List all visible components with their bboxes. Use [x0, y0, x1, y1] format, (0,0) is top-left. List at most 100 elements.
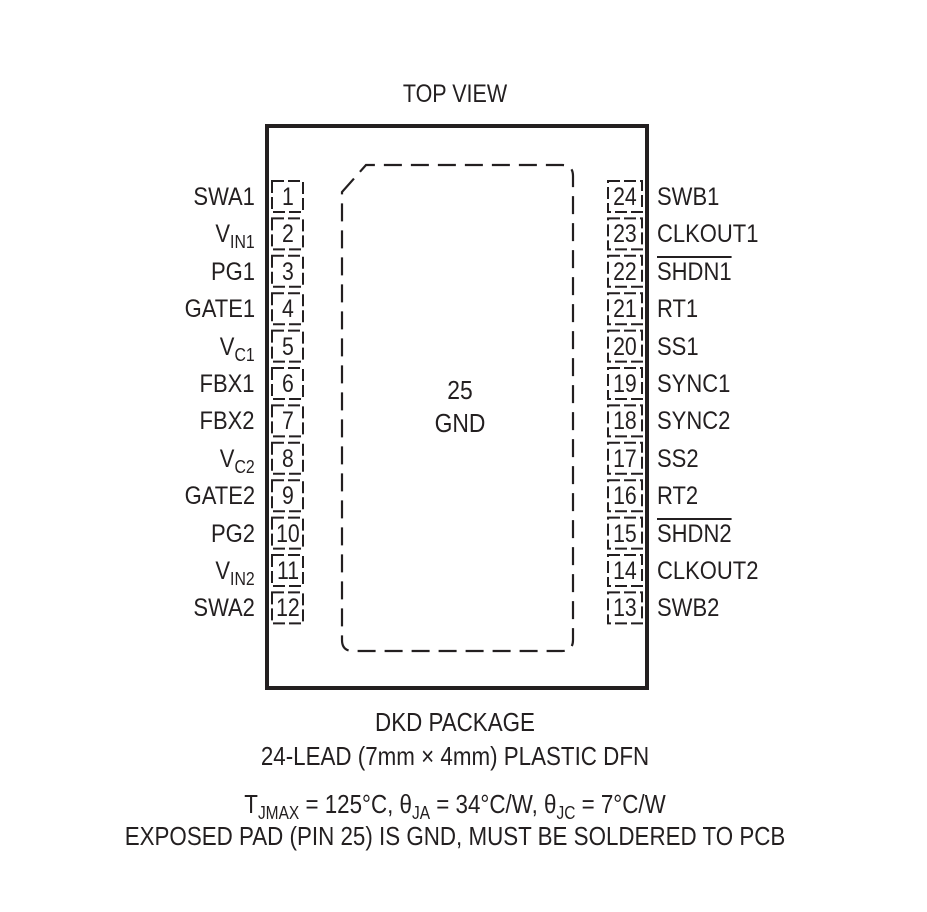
top-view-title: TOP VIEW [402, 80, 508, 108]
pin-pad [607, 516, 643, 550]
pin-name: SHDN2 [657, 519, 732, 548]
pin-name: SS1 [657, 332, 699, 361]
pin-name: SWB2 [657, 594, 720, 623]
pin-number: 24 [613, 183, 637, 211]
tjmax-subscript: JMAX [257, 803, 300, 823]
pin-number: 2 [281, 220, 294, 249]
pin-name: FBX1 [199, 370, 255, 398]
pin-label: SYNC2 [657, 406, 730, 436]
pin-name: SYNC2 [657, 407, 731, 436]
pin-name: RT1 [657, 295, 699, 324]
pin-number: 18 [613, 407, 637, 436]
pin-number: 16 [613, 482, 637, 511]
pin-label: SHDN2 [657, 519, 732, 549]
theta-jc-value: = 7°C/W [575, 789, 666, 819]
pin-label: SWB2 [657, 593, 719, 623]
pin-name: GATE2 [184, 482, 255, 511]
pin-name-subscript: C2 [234, 456, 255, 477]
pin-pad [607, 367, 643, 400]
pin-pad [607, 554, 643, 587]
pin-pad [607, 217, 643, 251]
pin-name: RT2 [657, 482, 699, 511]
pin-number: 14 [613, 557, 637, 585]
pin-pad [607, 441, 643, 475]
pin-name: CLKOUT1 [657, 220, 759, 249]
pin-name: GATE1 [184, 295, 255, 324]
pin-label: FBX2 [200, 406, 255, 436]
pin-label: VC2 [220, 444, 255, 477]
pin-name: SHDN1 [657, 257, 732, 286]
pin-number: 5 [281, 332, 294, 361]
pin-label: FBX1 [200, 369, 255, 399]
pin-name: V [220, 444, 235, 473]
pin-name-subscript: C1 [234, 344, 255, 365]
pin-name: SWA1 [193, 183, 255, 211]
theta-ja-value: = 34°C/W, [430, 789, 545, 819]
pin-label: SYNC1 [657, 369, 730, 399]
pin-label: SWB1 [657, 182, 719, 212]
package-description: 24-LEAD (7mm × 4mm) PLASTIC DFN [260, 741, 650, 771]
pin-name: FBX2 [199, 407, 255, 436]
pin-number: 20 [613, 332, 637, 361]
pin-number: 13 [613, 594, 637, 623]
pin-label: GATE2 [184, 481, 255, 511]
pin-label: SHDN1 [657, 257, 732, 287]
pin-number: 12 [275, 594, 300, 623]
pin-number: 1 [281, 183, 294, 211]
exposed-pad-number: 25 [447, 375, 473, 405]
pin-label: CLKOUT1 [657, 219, 758, 249]
pin-label: VIN1 [215, 219, 255, 253]
pin-label: VC1 [220, 332, 255, 365]
pin-number: 21 [613, 295, 637, 324]
pin-label: RT1 [657, 294, 698, 324]
pin-name: V [215, 220, 231, 249]
theta-ja-subscript: JA [411, 803, 431, 823]
pin-number: 7 [281, 407, 294, 436]
pin-name: V [215, 557, 231, 585]
pin-label: PG2 [211, 519, 255, 549]
pin-name: PG2 [210, 519, 255, 548]
pin-name-subscript: IN1 [230, 232, 255, 253]
pin-name: SYNC1 [657, 370, 731, 398]
theta-jc-symbol: θ [544, 789, 557, 819]
pin-label: CLKOUT2 [657, 556, 758, 586]
exposed-pad-outline [340, 163, 575, 653]
pin-number: 10 [275, 519, 300, 548]
pin-name-subscript: IN2 [230, 569, 255, 589]
pin-label: PG1 [211, 257, 255, 287]
pin-pads [271, 180, 643, 625]
thermal-specs: TJMAX = 125°C, θJA = 34°C/W, θJC = 7°C/W [64, 788, 847, 823]
pin-label: SS1 [657, 332, 699, 362]
pin-name: PG1 [210, 257, 255, 286]
exposed-pad-note: EXPOSED PAD (PIN 25) IS GND, MUST BE SOL… [124, 821, 786, 851]
pin-label: SS2 [657, 444, 699, 474]
tjmax-symbol: T [244, 789, 258, 819]
pin-label: SWA1 [193, 182, 255, 212]
pin-name: CLKOUT2 [657, 557, 759, 585]
pin-label: GATE1 [184, 294, 255, 324]
pin-name: SWA2 [193, 594, 255, 623]
exposed-pad-label: GND [434, 408, 486, 438]
pin-label: SWA2 [193, 593, 255, 623]
pin-number: 9 [281, 482, 294, 511]
pin-number: 19 [613, 370, 637, 398]
pin-pad [607, 180, 643, 213]
theta-ja-symbol: θ [399, 789, 412, 819]
pin-pad [607, 292, 643, 326]
pin-pad [607, 591, 643, 625]
pin-name: SS2 [657, 444, 699, 473]
package-outline [265, 124, 649, 690]
pin-pad [607, 404, 643, 438]
pin-number: 11 [276, 557, 299, 585]
pin-label: VIN2 [215, 556, 255, 589]
pin-number: 22 [613, 257, 637, 286]
pin-number: 6 [281, 370, 294, 398]
package-name: DKD PACKAGE [375, 707, 535, 737]
pin-pad [607, 479, 643, 513]
pin-pad [607, 329, 643, 363]
pin-number: 15 [613, 519, 637, 548]
theta-jc-subscript: JC [556, 803, 576, 823]
tjmax-value: = 125°C, [299, 789, 400, 819]
pin-pad [607, 254, 643, 288]
